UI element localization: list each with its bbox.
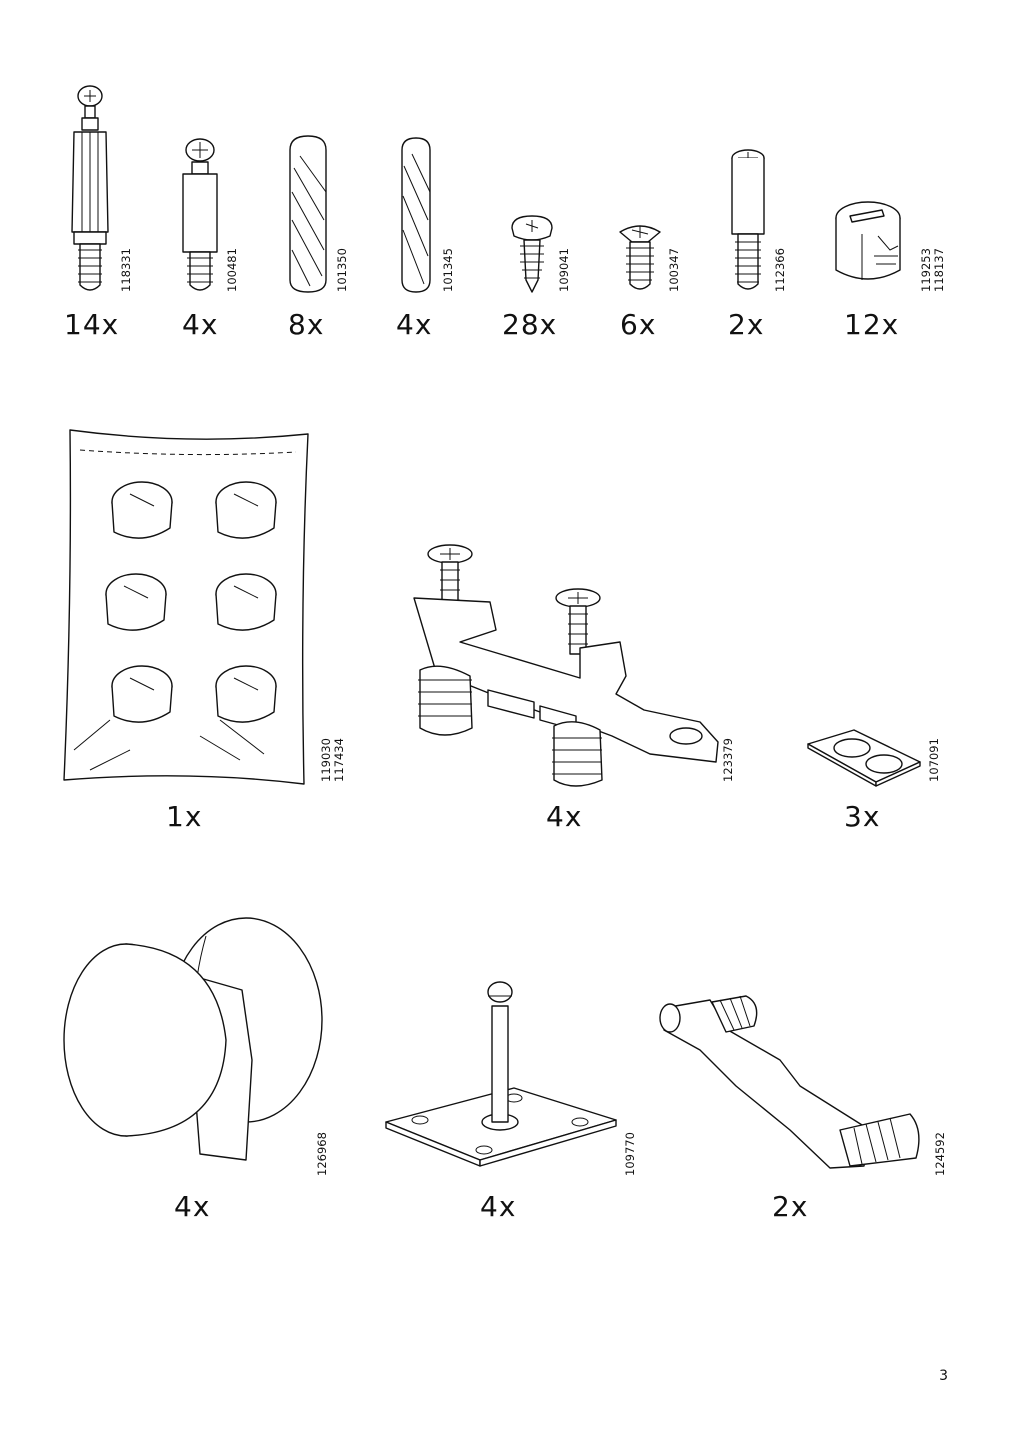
- wooden-dowel-icon: [401, 137, 431, 293]
- quantity-label: 2x: [728, 308, 765, 341]
- cam-bolt-icon: [71, 85, 109, 291]
- wooden-dowel-icon: [289, 135, 327, 293]
- short-bolt-icon: [182, 138, 218, 291]
- part-118331: 118331 14x: [60, 80, 140, 341]
- quantity-label: 4x: [546, 800, 583, 833]
- article-number: 107091: [927, 738, 941, 782]
- part-109041: 109041 28x: [498, 80, 578, 341]
- quantity-label: 12x: [844, 308, 900, 341]
- cam-lock-icon: [835, 201, 901, 280]
- quantity-label: 14x: [64, 308, 120, 341]
- article-number: 101350: [335, 248, 349, 292]
- article-number: 100481: [225, 248, 239, 292]
- quantity-label: 4x: [480, 1190, 517, 1223]
- flat-head-screw-icon: [619, 225, 661, 290]
- connector-arm-icon: [659, 995, 920, 1169]
- article-number-alt: 117434: [332, 738, 346, 782]
- quantity-label: 6x: [620, 308, 657, 341]
- threaded-pin-icon: [731, 149, 765, 290]
- article-number: 124592: [933, 1132, 947, 1176]
- part-109770: 109770 4x: [380, 970, 650, 1230]
- article-number-alt: 118137: [932, 248, 946, 292]
- quantity-label: 2x: [772, 1190, 809, 1223]
- quantity-label: 4x: [174, 1190, 211, 1223]
- article-number: 118331: [119, 248, 133, 292]
- pan-head-screw-icon: [511, 215, 553, 293]
- felt-pads-icon: [807, 729, 921, 787]
- part-124592: 124592 2x: [650, 990, 960, 1230]
- part-119253: 119253 118137 12x: [828, 80, 948, 341]
- cam-lock-bag-icon: [63, 429, 309, 785]
- article-number: 126968: [315, 1132, 329, 1176]
- part-119030: 119030 117434 1x: [50, 420, 350, 850]
- quantity-label: 3x: [844, 800, 881, 833]
- part-101350: 101350 8x: [280, 80, 360, 341]
- part-107091: 107091 3x: [800, 700, 960, 850]
- knob-icon: [63, 917, 323, 1161]
- page-number: 3: [939, 1368, 948, 1384]
- article-number: 109770: [623, 1132, 637, 1176]
- quantity-label: 4x: [396, 308, 433, 341]
- article-number: 109041: [557, 248, 571, 292]
- bracket-with-screws-icon: [413, 544, 719, 787]
- article-number: 123379: [721, 738, 735, 782]
- part-123379: 123379 4x: [400, 530, 760, 850]
- part-112366: 112366 2x: [718, 80, 798, 341]
- base-plate-pin-icon: [385, 981, 617, 1167]
- article-number: 112366: [773, 248, 787, 292]
- article-number: 100347: [667, 248, 681, 292]
- part-126968: 126968 4x: [56, 910, 346, 1230]
- quantity-label: 1x: [166, 800, 203, 833]
- part-100347: 100347 6x: [608, 80, 688, 341]
- part-100481: 100481 4x: [170, 80, 250, 341]
- part-101345: 101345 4x: [390, 80, 470, 341]
- quantity-label: 8x: [288, 308, 325, 341]
- quantity-label: 4x: [182, 308, 219, 341]
- quantity-label: 28x: [502, 308, 558, 341]
- article-number: 101345: [441, 248, 455, 292]
